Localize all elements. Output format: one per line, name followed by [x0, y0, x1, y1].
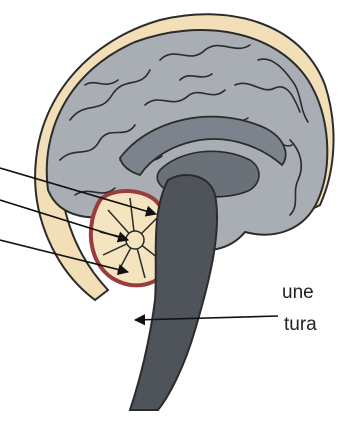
label-une: une [282, 283, 314, 302]
label-tura: tura [284, 315, 317, 334]
